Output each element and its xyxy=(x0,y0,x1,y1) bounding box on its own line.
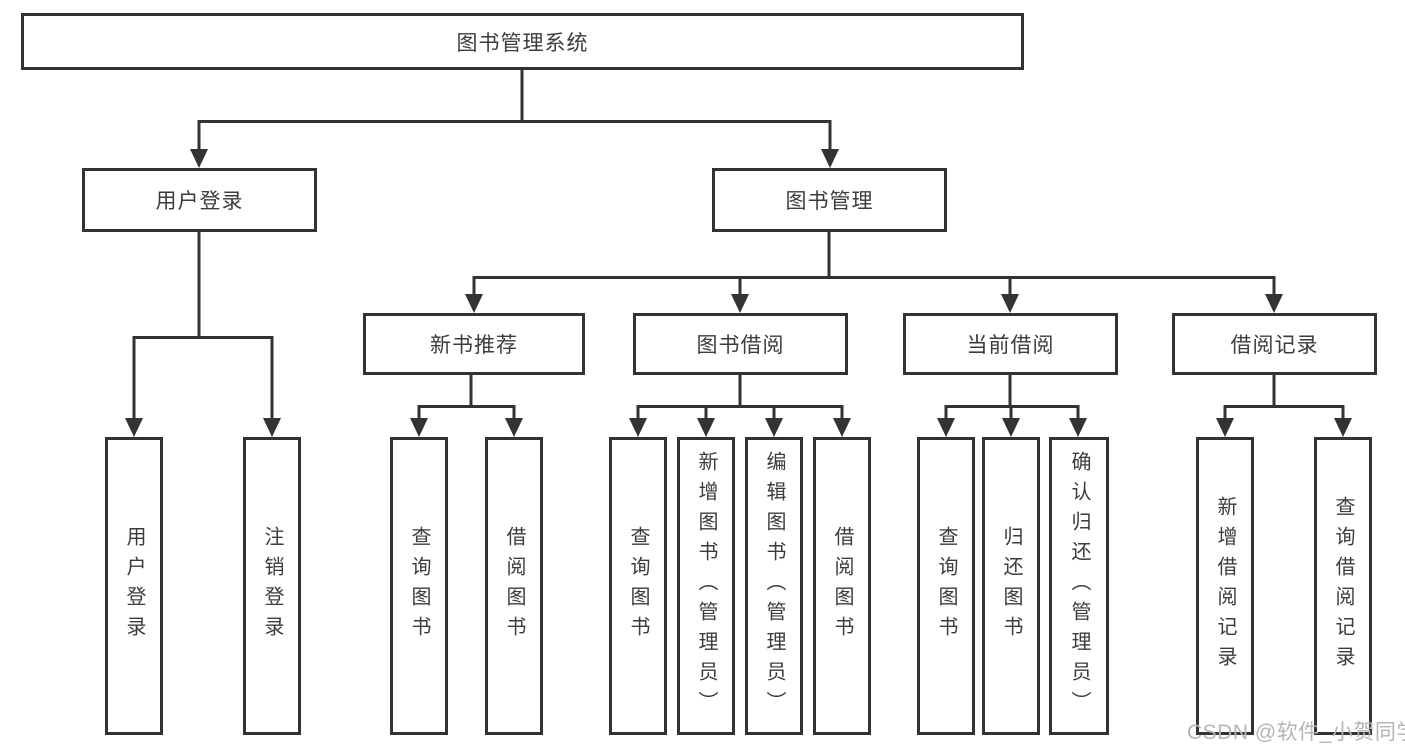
leaf-confirm-return-admin-label: 确认归还（管理员） xyxy=(1068,451,1090,721)
node-library-system: 图书管理系统 xyxy=(21,13,1024,70)
node-user-login: 用户登录 xyxy=(82,168,317,232)
node-book-management-label: 图书管理 xyxy=(785,190,874,213)
node-new-book-recommend-label: 新书推荐 xyxy=(430,334,518,357)
node-library-system-label: 图书管理系统 xyxy=(456,31,589,55)
leaf-add-book-admin: 新增图书（管理员） xyxy=(677,437,735,735)
arrowhead-icons xyxy=(125,149,1352,437)
node-current-borrowing: 当前借阅 xyxy=(903,313,1118,375)
node-book-borrowing: 图书借阅 xyxy=(633,313,848,375)
node-user-login-label: 用户登录 xyxy=(155,190,244,213)
leaf-borrow-books-recommend-label: 借阅图书 xyxy=(503,526,525,646)
leaf-borrow-books-borrowing: 借阅图书 xyxy=(813,437,871,735)
leaf-add-borrow-record: 新增借阅记录 xyxy=(1196,437,1254,735)
leaf-borrow-books-borrowing-label: 借阅图书 xyxy=(831,526,853,646)
leaf-logout: 注销登录 xyxy=(243,437,301,735)
leaf-borrow-books-recommend: 借阅图书 xyxy=(485,437,543,735)
leaf-logout-label: 注销登录 xyxy=(261,526,283,646)
leaf-user-login: 用户登录 xyxy=(105,437,163,735)
leaf-query-borrow-record-label: 查询借阅记录 xyxy=(1332,496,1354,676)
node-new-book-recommend: 新书推荐 xyxy=(363,313,585,375)
leaf-return-books-label: 归还图书 xyxy=(1000,526,1022,646)
leaf-return-books: 归还图书 xyxy=(982,437,1040,735)
leaf-edit-book-admin: 编辑图书（管理员） xyxy=(745,437,803,735)
leaf-add-book-admin-label: 新增图书（管理员） xyxy=(695,451,717,721)
leaf-confirm-return-admin: 确认归还（管理员） xyxy=(1049,437,1109,735)
watermark: CSDN @软件_小贺同学 xyxy=(1187,721,1405,744)
leaf-query-books-current: 查询图书 xyxy=(917,437,975,735)
leaf-query-books-current-label: 查询图书 xyxy=(935,526,957,646)
leaf-query-books-borrowing-label: 查询图书 xyxy=(627,526,649,646)
node-borrowing-records-label: 借阅记录 xyxy=(1230,334,1319,357)
leaf-user-login-label: 用户登录 xyxy=(123,526,145,646)
leaf-edit-book-admin-label: 编辑图书（管理员） xyxy=(763,451,785,721)
node-borrowing-records: 借阅记录 xyxy=(1172,313,1377,375)
leaf-add-borrow-record-label: 新增借阅记录 xyxy=(1214,496,1236,676)
leaf-query-books-recommend-label: 查询图书 xyxy=(408,526,430,646)
node-book-management: 图书管理 xyxy=(712,168,947,232)
leaf-query-books-borrowing: 查询图书 xyxy=(609,437,667,735)
leaf-query-books-recommend: 查询图书 xyxy=(390,437,448,735)
node-book-borrowing-label: 图书借阅 xyxy=(696,334,785,357)
leaf-query-borrow-record: 查询借阅记录 xyxy=(1314,437,1372,735)
node-current-borrowing-label: 当前借阅 xyxy=(966,334,1055,357)
